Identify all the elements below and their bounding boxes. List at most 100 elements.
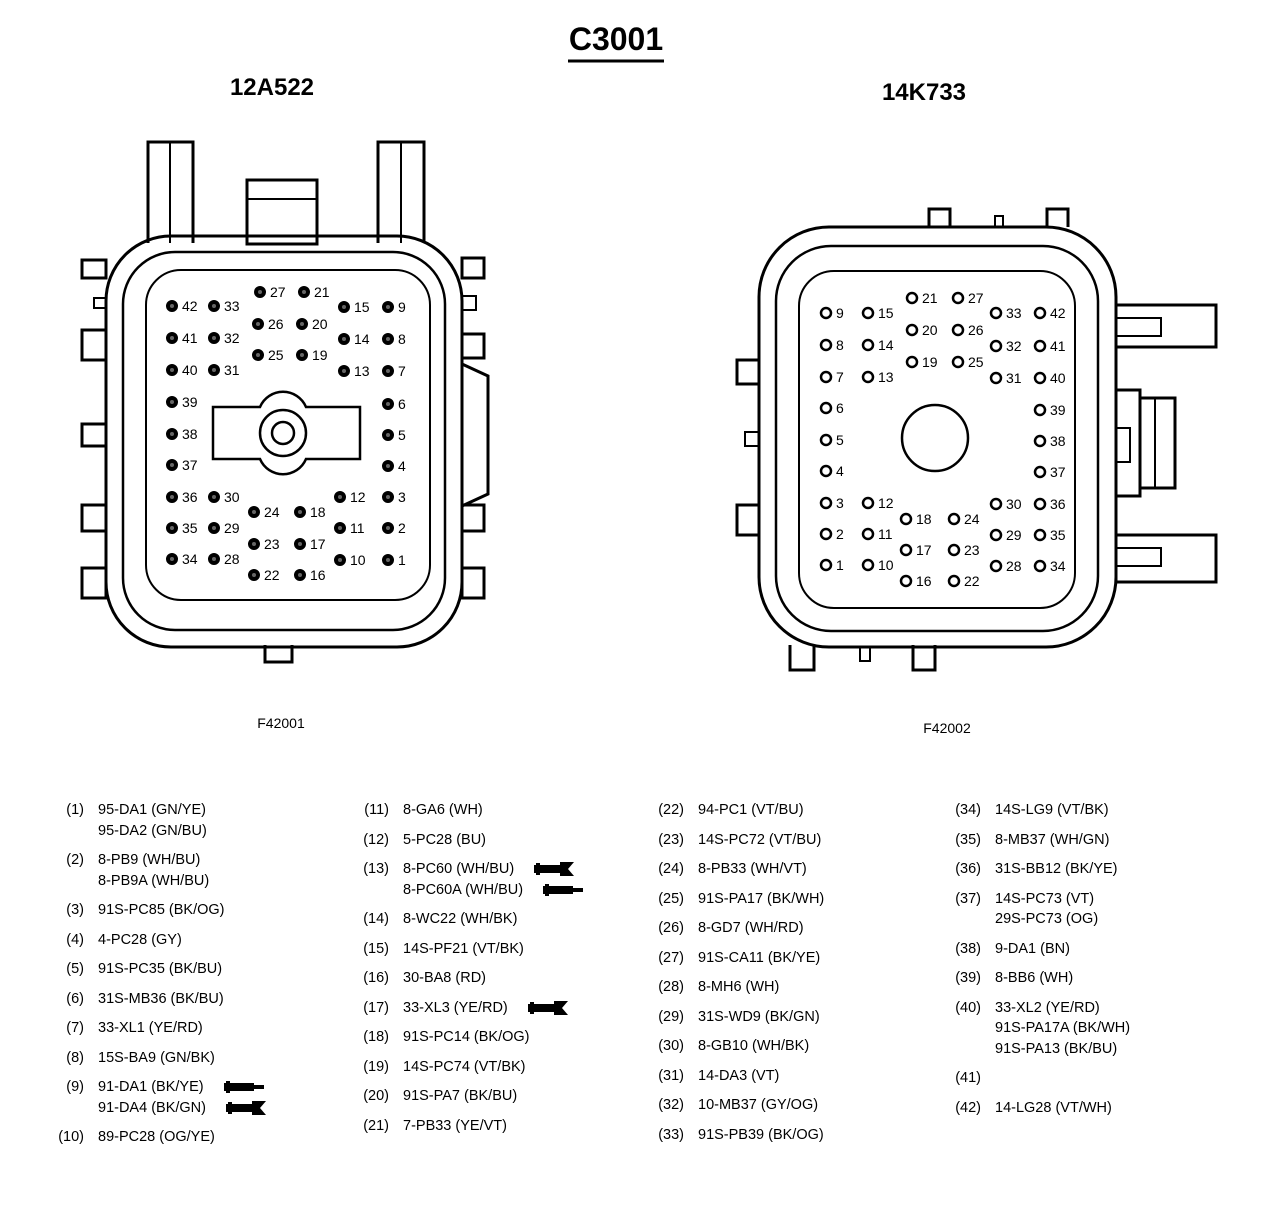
pin-cavity [947, 512, 961, 526]
pin-cavity-center [386, 464, 390, 468]
legend-entry: (7) 33-XL1 (YE/RD) [40, 1018, 340, 1039]
legend-circuits: 5-PC28 (BU) [403, 830, 486, 851]
pin-cavity [819, 401, 833, 415]
legend-entry: (30) 8-GB10 (WH/BK) [640, 1036, 940, 1057]
pin-number-label: 16 [310, 567, 326, 583]
pin-cavity-center [212, 557, 216, 561]
pin-number-label: 37 [182, 457, 198, 473]
legend-circuit-row: 14S-PC74 (VT/BK) [403, 1057, 526, 1078]
legend-circuits: 91-DA1 (BK/YE)91-DA4 (BK/GN) [98, 1077, 268, 1118]
legend-pin-number: (35) [955, 831, 981, 848]
legend-circuits: 91S-PA17 (BK/WH) [698, 889, 824, 910]
legend-circuit-row: 8-MB37 (WH/GN) [995, 830, 1109, 851]
pin-cavity-center [386, 433, 390, 437]
pin-cavity-center [170, 526, 174, 530]
pin-cavity [905, 291, 919, 305]
pin-cavity-center [342, 337, 346, 341]
legend-pin-number: (24) [658, 861, 684, 877]
pin-cavity-center [300, 353, 304, 357]
legend-column-2: (11)8-GA6 (WH)(12)5-PC28 (BU)(13)8-PC60 … [345, 800, 645, 1145]
legend-pin-number: (39) [955, 970, 981, 986]
pin-cavity-center [338, 495, 342, 499]
legend-circuit-row: 14S-PC73 (VT) [995, 889, 1098, 910]
legend-circuits: 91S-CA11 (BK/YE) [698, 948, 820, 969]
legend-pin-number: (13) [363, 861, 389, 877]
legend-pin-number: (11) [364, 802, 389, 818]
pin-number-label: 33 [1006, 305, 1022, 321]
pin-number-label: 18 [916, 511, 932, 527]
pin-number-label: 20 [312, 316, 328, 332]
legend-entry: (1)95-DA1 (GN/YE)95-DA2 (GN/BU) [40, 800, 340, 841]
legend-circuits: 14-LG28 (VT/WH) [995, 1098, 1112, 1119]
legend-circuits: 8-MH6 (WH) [698, 977, 779, 998]
circuit-label: 30-BA8 (RD) [403, 970, 486, 987]
pin-number-label: 26 [968, 322, 984, 338]
legend-pin-number: (28) [658, 979, 684, 995]
legend-entry: (9)91-DA1 (BK/YE)91-DA4 (BK/GN) [40, 1077, 340, 1118]
circuit-label: 91-DA4 (BK/GN) [98, 1099, 206, 1116]
legend-circuits: 8-PB9 (WH/BU)8-PB9A (WH/BU) [98, 850, 209, 891]
pin-cavity-center [212, 526, 216, 530]
pin-cavity [1033, 306, 1047, 320]
legend-circuit-row: 91S-PC35 (BK/BU) [98, 959, 222, 980]
legend-circuit-row: 8-PB33 (WH/VT) [698, 859, 807, 880]
pin-cavity-center [258, 290, 262, 294]
legend-circuit-row: 91S-PA7 (BK/BU) [403, 1086, 517, 1107]
legend-circuit-row: 14S-PF21 (VT/BK) [403, 939, 524, 960]
legend-pin-number: (29) [658, 1008, 684, 1025]
circuit-label: 94-PC1 (VT/BU) [698, 802, 804, 819]
circuit-label: 7-PB33 (YE/VT) [403, 1117, 507, 1134]
legend-pin-number: (7) [66, 1020, 84, 1036]
connector-diagram: C3001 12A522 F42001 [80, 21, 1218, 736]
legend-entry: (17)33-XL3 (YE/RD) [345, 998, 645, 1019]
pin-cavity [947, 574, 961, 588]
legend-pin-number: (30) [658, 1038, 684, 1054]
legend-circuit-row: 91S-CA11 (BK/YE) [698, 948, 820, 969]
pin-number-label: 12 [350, 489, 366, 505]
legend-circuit-row: 8-BB6 (WH) [995, 968, 1073, 989]
legend-circuits: 8-PC60 (WH/BU)8-PC60A (WH/BU) [403, 859, 585, 900]
pin-cavity-center [170, 336, 174, 340]
legend-circuits: 8-PB33 (WH/VT) [698, 859, 807, 880]
pin-number-label: 24 [964, 511, 980, 527]
pin-number-label: 19 [922, 354, 938, 370]
pin-cavity [861, 496, 875, 510]
circuit-label: 95-DA2 (GN/BU) [98, 822, 207, 839]
circuit-label: 8-PC60 (WH/BU) [403, 861, 515, 878]
pin-number-label: 17 [916, 542, 932, 558]
pin-cavity-center [212, 336, 216, 340]
legend-circuit-row: 33-XL3 (YE/RD) [403, 998, 570, 1019]
legend-entry: (36)31S-BB12 (BK/YE) [937, 859, 1237, 880]
pin-number-label: 10 [350, 552, 366, 568]
pin-cavity-center [298, 542, 302, 546]
pin-number-label: 4 [398, 458, 406, 474]
pin-cavity-center [338, 558, 342, 562]
pin-number-label: 22 [964, 573, 980, 589]
legend-entry: (20)91S-PA7 (BK/BU) [345, 1086, 645, 1107]
pin-number-label: 2 [836, 526, 844, 542]
circuit-label: 33-XL2 (YE/RD) [995, 999, 1100, 1016]
legend-pin-number: (18) [363, 1029, 389, 1045]
legend-circuits: 33-XL2 (YE/RD)91S-PA17A (BK/WH)91S-PA13 … [995, 998, 1130, 1060]
legend-circuit-row: 14-DA3 (VT) [698, 1066, 779, 1087]
legend-entry: (41) [937, 1068, 1237, 1089]
legend-entry: (5)91S-PC35 (BK/BU) [40, 959, 340, 980]
legend-circuits: 31S-MB36 (BK/BU) [98, 989, 224, 1010]
circuit-label: 8-BB6 (WH) [995, 970, 1074, 987]
pin-number-label: 19 [312, 347, 328, 363]
circuit-label: 33-XL1 (YE/RD) [98, 1020, 203, 1037]
pin-number-label: 42 [1050, 305, 1066, 321]
legend-pin-number: (38) [955, 940, 981, 957]
legend-entry: (6)31S-MB36 (BK/BU) [40, 989, 340, 1010]
pin-number-label: 28 [1006, 558, 1022, 574]
pin-number-label: 7 [398, 363, 406, 379]
pin-number-label: 3 [398, 489, 406, 505]
circuit-label: 91S-PA7 (BK/BU) [403, 1088, 518, 1105]
pin-cavity [819, 433, 833, 447]
connector-left-figure-id: F42001 [257, 715, 305, 731]
pin-cavity [1033, 339, 1047, 353]
legend-circuits: 8-GB10 (WH/BK) [698, 1036, 809, 1057]
legend-circuit-row: 5-PC28 (BU) [403, 830, 486, 851]
